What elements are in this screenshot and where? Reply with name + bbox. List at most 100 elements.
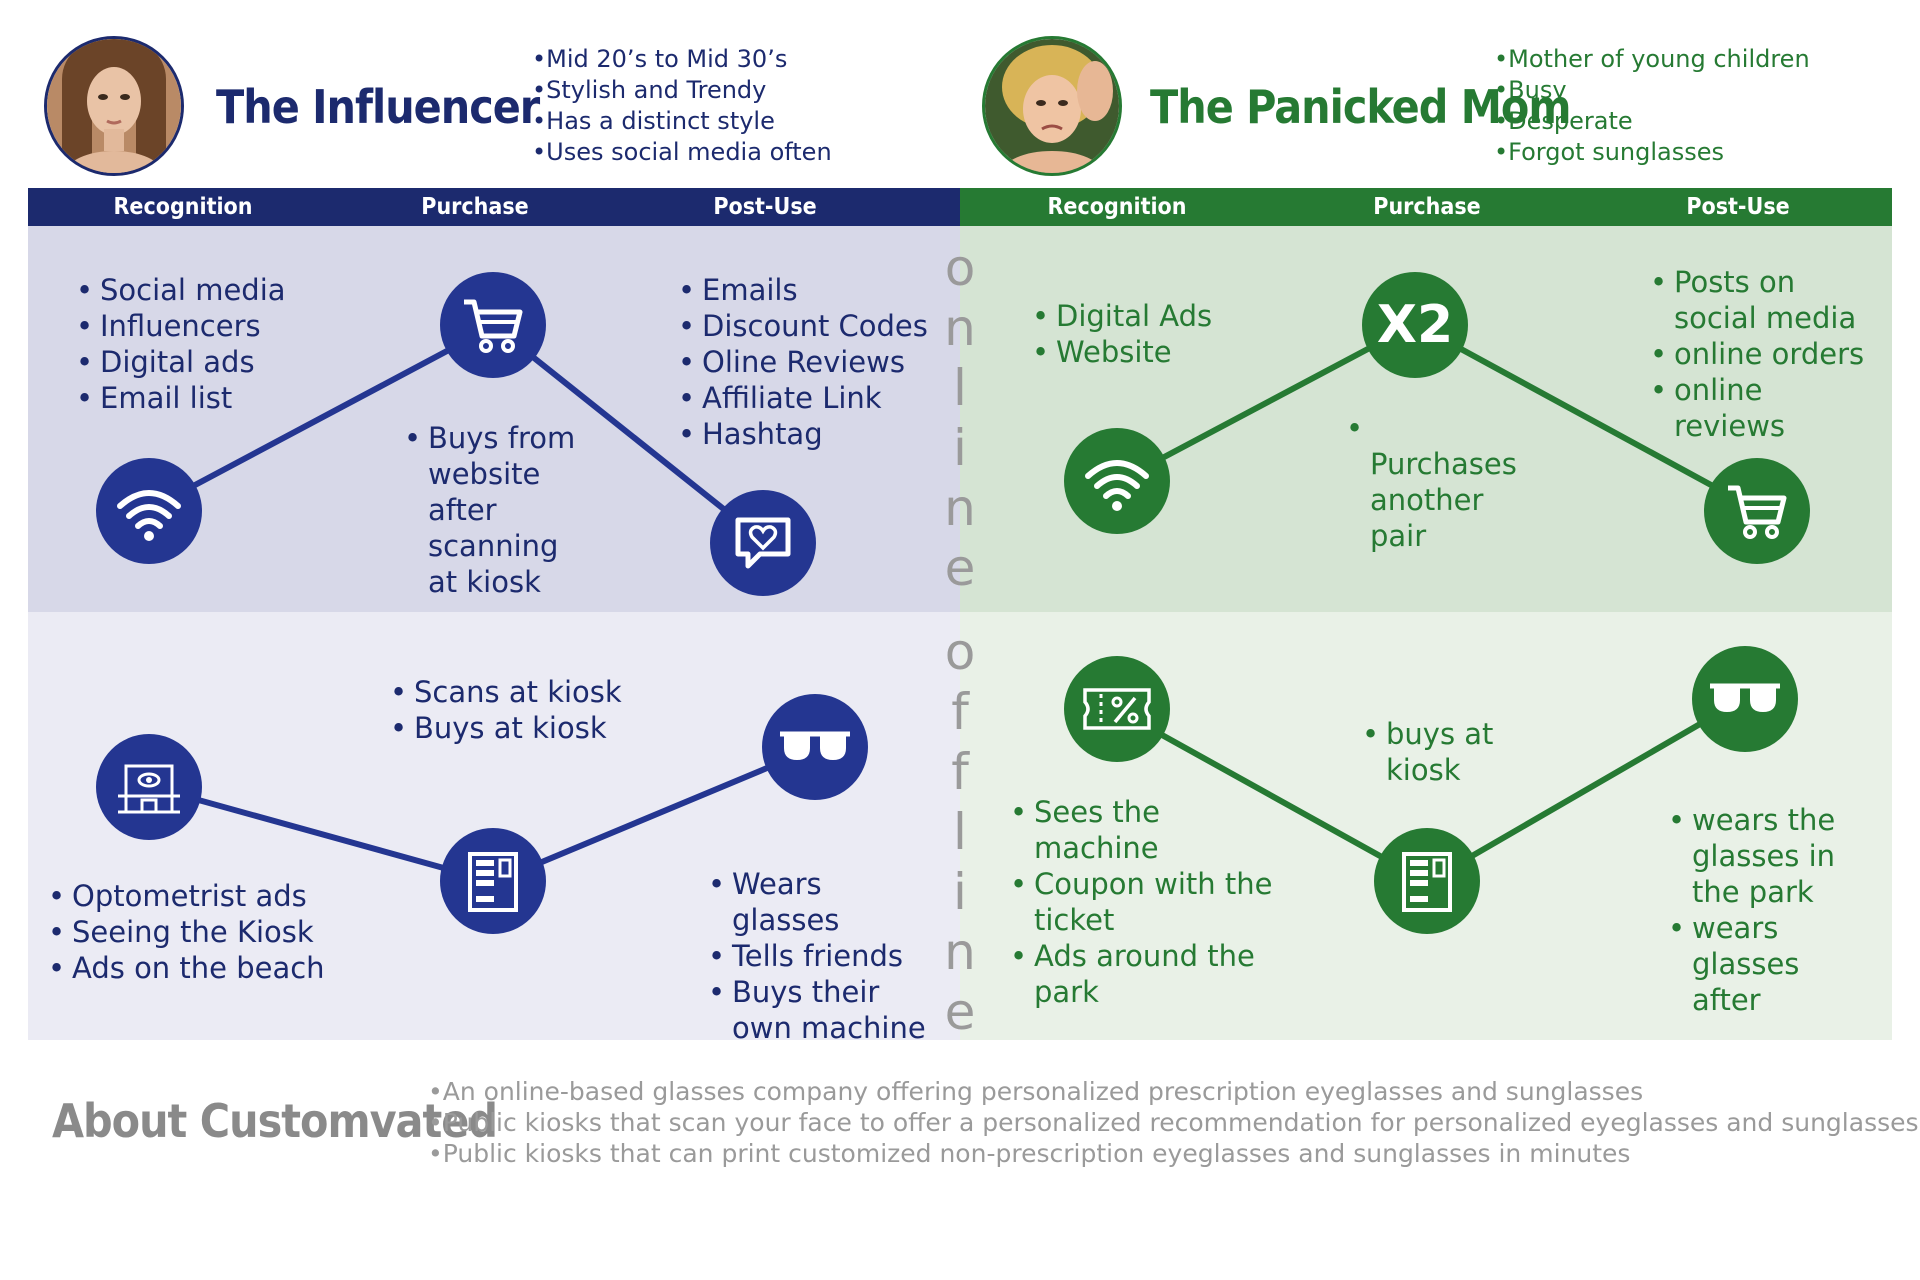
online-letter: i: [953, 419, 967, 477]
trait-item: Has a distinct style: [532, 106, 832, 137]
list-item: Oline Reviews: [678, 344, 928, 380]
list-item: Sees the machine: [1010, 794, 1280, 866]
trait-item: Uses social media often: [532, 137, 832, 168]
woman-portrait-icon: [47, 39, 181, 173]
list-item: Ads around the park: [1010, 938, 1280, 1010]
influencer-offline-postuse-list: Wears glasses Tells friends Buys their o…: [708, 866, 938, 1046]
list-item: Scans at kiosk: [390, 674, 622, 710]
trait-item: Stylish and Trendy: [532, 75, 832, 106]
list-item: Wears glasses: [708, 866, 938, 938]
about-item: An online-based glasses company offering…: [428, 1076, 1919, 1107]
mom-sunglasses-node: [1692, 646, 1798, 752]
offline-vertical-label: o f f l i n e: [940, 622, 980, 1042]
cart-icon: [1728, 485, 1787, 539]
list-item: Email list: [76, 380, 286, 416]
stage-label-post-use: Post-Use: [1686, 194, 1790, 220]
about-list: An online-based glasses company offering…: [428, 1076, 1919, 1169]
influencer-optometrist-node: [96, 734, 202, 840]
influencer-offline-recognition-list: Optometrist ads Seeing the Kiosk Ads on …: [48, 878, 325, 986]
influencer-sunglasses-node: [762, 694, 868, 800]
mom-offline-recognition-list: Sees the machine Coupon with the ticket …: [1010, 794, 1280, 1010]
list-item: Website: [1032, 334, 1212, 370]
influencer-offline-purchase-list: Scans at kiosk Buys at kiosk: [390, 674, 622, 746]
influencer-heart-chat-node: [710, 490, 816, 596]
stage-label-post-use: Post-Use: [713, 194, 817, 220]
list-item: Discount Codes: [678, 308, 928, 344]
wifi-icon: [117, 490, 181, 541]
heart-chat-icon: [735, 517, 791, 569]
mom-kiosk-node: [1374, 828, 1480, 934]
list-item: wears the glasses in the park: [1668, 802, 1868, 910]
mom-x2-node: X2: [1362, 272, 1468, 378]
influencer-traits: Mid 20’s to Mid 30’s Stylish and Trendy …: [532, 44, 832, 168]
mom-traits: Mother of young children Busy Desperate …: [1494, 44, 1810, 168]
list-item: Posts on social media: [1650, 264, 1880, 336]
list-item: Social media: [76, 272, 286, 308]
wifi-icon: [1085, 460, 1149, 511]
influencer-title: The Influencer: [216, 80, 540, 134]
list-item: Emails: [678, 272, 928, 308]
influencer-avatar: [44, 36, 184, 176]
x2-badge-icon: X2: [1376, 295, 1454, 355]
mom-online-purchase-list: Purchases another pair: [1346, 410, 1517, 554]
mom-offline-purchase-list: buys at kiosk: [1362, 716, 1522, 788]
kiosk-machine-icon: [1402, 852, 1452, 912]
list-item: Buys from website after scanning at kios…: [404, 420, 584, 600]
online-letter: o: [944, 239, 976, 297]
trait-item: Forgot sunglasses: [1494, 137, 1810, 168]
offline-letter: l: [953, 803, 967, 861]
about-title: About Customvated: [52, 1094, 498, 1148]
list-item: Optometrist ads: [48, 878, 325, 914]
list-item: Digital Ads: [1032, 298, 1212, 334]
about-item: Public kiosks that scan your face to off…: [428, 1107, 1919, 1138]
list-item: Buys at kiosk: [390, 710, 622, 746]
stage-label-recognition: Recognition: [113, 194, 253, 220]
mom-avatar: [982, 36, 1122, 176]
list-item: Ads on the beach: [48, 950, 325, 986]
list-item: Digital ads: [76, 344, 286, 380]
sunglasses-icon: [780, 731, 850, 760]
list-item: Seeing the Kiosk: [48, 914, 325, 950]
offline-letter: o: [944, 623, 976, 681]
trait-item: Mid 20’s to Mid 30’s: [532, 44, 832, 75]
stage-label-purchase: Purchase: [1373, 194, 1481, 220]
list-item: buys at kiosk: [1362, 716, 1522, 788]
online-letter: e: [944, 539, 976, 597]
coupon-ticket-icon: [1083, 688, 1151, 730]
list-item: wears glasses after: [1668, 910, 1868, 1018]
list-item: Buys their own machine: [708, 974, 938, 1046]
online-letter: n: [944, 299, 976, 357]
online-letter: n: [944, 479, 976, 537]
offline-letter: i: [953, 863, 967, 921]
mom-coupon-node: [1064, 656, 1170, 762]
mom-online-postuse-list: Posts on social media online orders onli…: [1650, 264, 1880, 444]
cart-icon: [464, 299, 523, 353]
list-item: online orders: [1650, 336, 1880, 372]
offline-letter: f: [951, 683, 969, 741]
influencer-online-postuse-list: Emails Discount Codes Oline Reviews Affi…: [678, 272, 928, 452]
kiosk-machine-icon: [468, 852, 518, 912]
influencer-online-purchase-list: Buys from website after scanning at kios…: [404, 420, 584, 600]
list-item: Coupon with the ticket: [1010, 866, 1280, 938]
list-item: Purchases another pair: [1346, 410, 1517, 554]
mom-offline-postuse-list: wears the glasses in the park wears glas…: [1668, 802, 1868, 1018]
offline-letter: f: [951, 743, 969, 801]
mom-stage-band: [960, 188, 1892, 226]
online-vertical-label: o n l i n e: [940, 238, 980, 598]
about-item: Public kiosks that can print customized …: [428, 1138, 1919, 1169]
list-item: online reviews: [1650, 372, 1880, 444]
list-item: Influencers: [76, 308, 286, 344]
offline-letter: n: [944, 923, 976, 981]
influencer-cart-node: [440, 272, 546, 378]
stage-label-recognition: Recognition: [1047, 194, 1187, 220]
trait-item: Mother of young children: [1494, 44, 1810, 75]
online-letter: l: [953, 359, 967, 417]
list-item: Tells friends: [708, 938, 938, 974]
mom-online-recognition-list: Digital Ads Website: [1032, 298, 1212, 370]
influencer-kiosk-node: [440, 828, 546, 934]
optometrist-store-icon: [118, 764, 180, 814]
influencer-online-recognition-list: Social media Influencers Digital ads Ema…: [76, 272, 286, 416]
trait-item: Desperate: [1494, 106, 1810, 137]
offline-letter: e: [944, 983, 976, 1041]
mom-cart-node: [1704, 458, 1810, 564]
